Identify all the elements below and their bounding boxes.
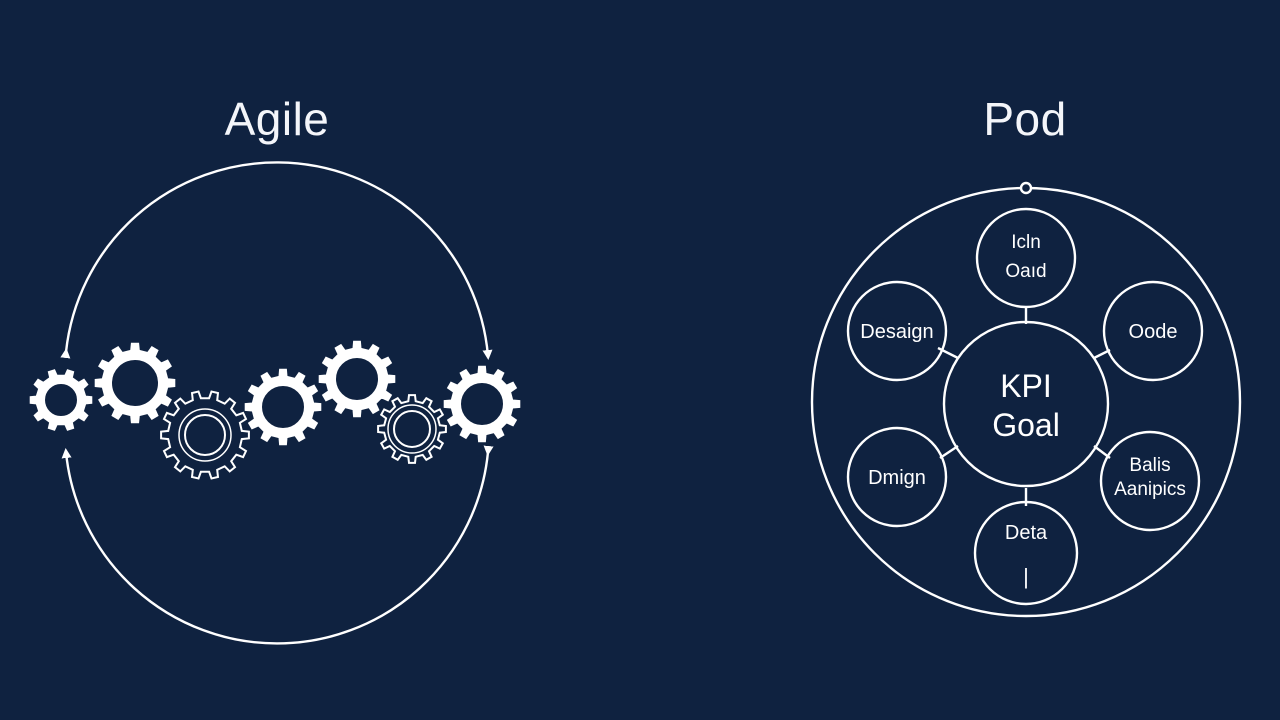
node-upper-right-label: Oode [1129, 321, 1178, 343]
gear-icon [244, 368, 322, 446]
node-upper-left-label: Desaign [860, 321, 933, 343]
pod-node-upper-right [1102, 280, 1204, 382]
cycle-arrow-top [60, 161, 493, 360]
pod-node-bottom [973, 500, 1079, 606]
pod-title: Pod [983, 93, 1067, 145]
node-lower-left-label: Dmign [868, 467, 926, 489]
pod-node-lower-left [846, 426, 948, 528]
connector-lower-left [939, 445, 959, 459]
agile-gears [29, 340, 521, 480]
pod-node-upper-left [846, 280, 948, 382]
node-lower-right-line2: Aanipics [1114, 479, 1186, 500]
gear-icon [160, 390, 250, 480]
agile-title: Agile [224, 93, 330, 145]
goal-label: Goal [992, 407, 1060, 443]
pod-labels: KPI Goal Icln Oaıd Oode Balis Aanipics D… [860, 232, 1186, 589]
node-top-line2: Oaıd [1005, 261, 1046, 282]
gear-icon [443, 365, 521, 443]
pod-diagram [810, 181, 1242, 618]
pod-node-top [975, 207, 1077, 309]
node-bottom-line2: | [1023, 564, 1029, 589]
pod-node-lower-right [1099, 430, 1201, 532]
node-lower-right-line1: Balis [1129, 455, 1170, 476]
pod-top-marker [1019, 181, 1033, 195]
gear-icon [318, 340, 396, 418]
node-bottom-line1: Deta [1005, 522, 1048, 544]
gear-icon [377, 394, 447, 464]
agile-cycle [60, 161, 494, 645]
gear-icon [94, 342, 176, 424]
cycle-arrow-bottom [61, 445, 494, 645]
gear-icon [29, 369, 93, 431]
kpi-goal-node [942, 320, 1110, 488]
node-top-line1: Icln [1011, 232, 1041, 253]
kpi-label: KPI [1000, 368, 1052, 404]
